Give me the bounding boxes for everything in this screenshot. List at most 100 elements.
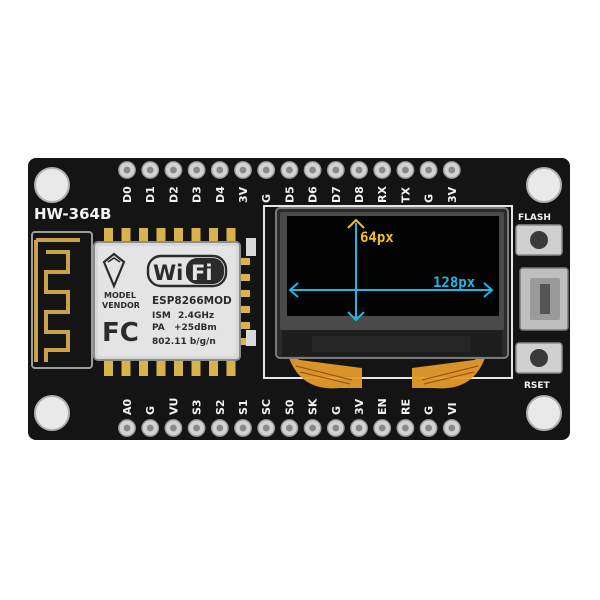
header-pin-label: S1 bbox=[237, 399, 250, 415]
oled-height-label: 64px bbox=[360, 230, 394, 246]
mounting-hole bbox=[526, 167, 562, 203]
header-pin-hole bbox=[425, 424, 432, 432]
mounting-holes bbox=[34, 167, 562, 431]
board-model-label: HW-364B bbox=[34, 205, 111, 223]
header-pin-hole bbox=[146, 424, 154, 432]
header-pin-label: G bbox=[330, 406, 343, 415]
header-pin-label: 3V bbox=[353, 398, 366, 415]
header-pin-label: G bbox=[423, 194, 436, 203]
header-pin-hole bbox=[170, 166, 177, 174]
module-pad bbox=[104, 228, 113, 244]
module-pad bbox=[238, 306, 250, 313]
header-pin-label: D3 bbox=[191, 186, 204, 203]
header-pin-hole bbox=[239, 424, 247, 432]
header-pin-hole bbox=[286, 424, 293, 432]
header-pin-hole bbox=[239, 166, 247, 174]
header-pin-label: D8 bbox=[353, 186, 366, 203]
mounting-hole bbox=[526, 395, 562, 431]
bottom-header-pads bbox=[118, 419, 461, 437]
oled-height-arrow bbox=[347, 218, 365, 322]
header-pin-label: SK bbox=[307, 398, 320, 415]
header-pin-label: D7 bbox=[330, 186, 343, 203]
module-ism-value: 2.4GHz bbox=[178, 311, 214, 321]
header-pin-hole bbox=[378, 166, 386, 174]
header-pin-hole bbox=[262, 424, 270, 432]
module-pad bbox=[139, 228, 148, 244]
header-pin-hole bbox=[355, 424, 363, 432]
smd-component bbox=[246, 330, 256, 346]
module-pad bbox=[226, 360, 236, 376]
header-pin-hole bbox=[146, 166, 154, 174]
header-pin-label: D0 bbox=[121, 186, 134, 203]
module-pad bbox=[156, 360, 166, 376]
header-pin-hole bbox=[193, 424, 201, 432]
mounting-hole bbox=[34, 395, 70, 431]
header-pin-label: 3V bbox=[237, 186, 250, 203]
fc-mark: FC bbox=[102, 318, 139, 348]
module-pad bbox=[191, 228, 201, 244]
micro-usb-connector bbox=[519, 267, 569, 331]
header-pin-hole bbox=[286, 166, 293, 174]
module-pad bbox=[174, 228, 183, 244]
oled-width-label: 128px bbox=[433, 275, 476, 291]
header-pin-hole bbox=[123, 166, 131, 174]
header-pin-label: A0 bbox=[121, 398, 134, 415]
flash-button bbox=[515, 224, 563, 256]
module-pad bbox=[238, 290, 250, 297]
oled-width-arrow bbox=[288, 282, 494, 298]
header-pin-label: SC bbox=[260, 399, 273, 415]
module-pad bbox=[156, 228, 166, 244]
header-pin-label: D6 bbox=[307, 186, 320, 203]
header-pin-hole bbox=[355, 166, 363, 174]
smd-component bbox=[246, 238, 256, 256]
vendor-logo bbox=[102, 252, 126, 289]
reset-label: RSET bbox=[524, 381, 551, 391]
wifi-logo: Wi Fi bbox=[146, 254, 228, 288]
header-pin-label: EN bbox=[376, 398, 389, 415]
header-pin-hole bbox=[378, 424, 386, 432]
module-pad bbox=[121, 228, 131, 244]
wifi-logo-fi: Fi bbox=[191, 261, 213, 285]
header-pin-hole bbox=[170, 424, 177, 432]
esp8266-module: MODEL VENDOR FC Wi Fi ESP8266MOD ISM 2.4… bbox=[93, 241, 241, 361]
header-pin-hole bbox=[402, 424, 409, 432]
header-pin-hole bbox=[332, 166, 340, 174]
top-header-pads bbox=[118, 161, 461, 179]
header-pin-hole bbox=[123, 424, 131, 432]
header-pin-label: D1 bbox=[144, 186, 157, 203]
flash-label: FLASH bbox=[518, 213, 551, 223]
module-pad bbox=[121, 360, 131, 376]
module-pad bbox=[226, 228, 236, 244]
module-pa-value: +25dBm bbox=[174, 323, 217, 333]
module-pads bbox=[104, 228, 250, 376]
module-pad bbox=[209, 228, 218, 244]
header-pin-hole bbox=[216, 166, 224, 174]
header-pin-label: VI bbox=[446, 402, 459, 415]
module-pad bbox=[139, 360, 148, 376]
header-pin-label: D2 bbox=[167, 186, 180, 203]
oled-display: 64px 128px bbox=[275, 207, 509, 359]
module-pad bbox=[174, 360, 183, 376]
module-pad bbox=[209, 360, 218, 376]
header-pin-hole bbox=[193, 166, 201, 174]
module-pad bbox=[238, 258, 250, 265]
header-pin-label: G bbox=[423, 406, 436, 415]
header-pin-hole bbox=[448, 424, 456, 432]
header-pin-label: 3V bbox=[446, 186, 459, 203]
module-brand: MODEL bbox=[104, 291, 136, 300]
header-pin-label: D4 bbox=[214, 186, 227, 203]
oled-silkscreen-outline bbox=[263, 205, 513, 379]
header-pin-label: VU bbox=[167, 398, 180, 415]
wifi-logo-wi: Wi bbox=[153, 261, 183, 285]
header-pin-hole bbox=[309, 166, 316, 174]
module-name: ESP8266MOD bbox=[152, 295, 232, 307]
module-pad bbox=[238, 274, 250, 281]
header-pin-label: D5 bbox=[283, 186, 296, 203]
header-pin-label: RE bbox=[399, 399, 412, 415]
reset-button-cap bbox=[530, 349, 548, 367]
module-pad bbox=[238, 322, 250, 329]
module-pad bbox=[191, 360, 201, 376]
module-pad bbox=[238, 338, 250, 345]
